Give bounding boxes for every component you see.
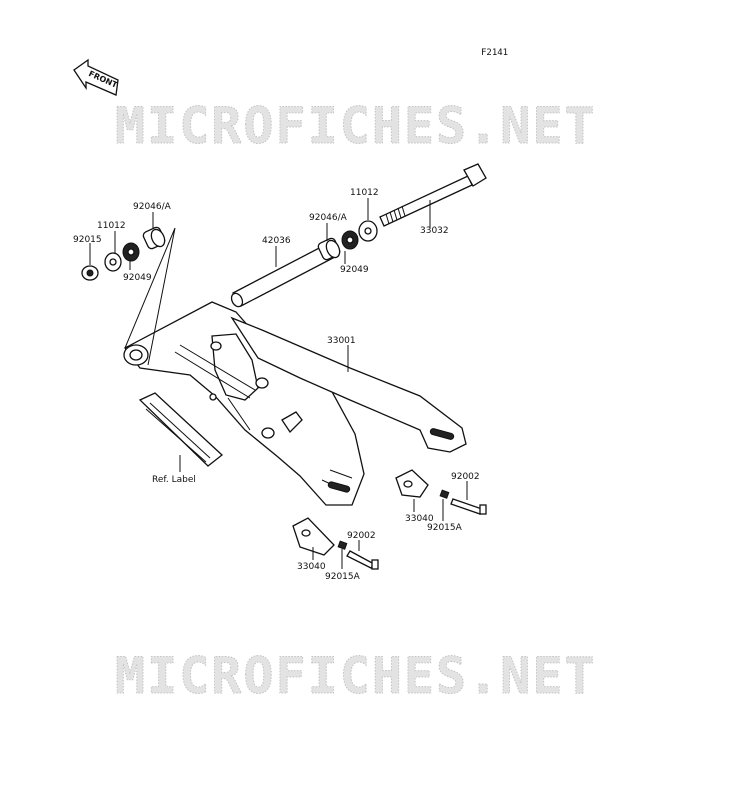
left-bearing-group <box>81 212 176 366</box>
watermark-top: MICROFICHES.NET <box>115 97 597 155</box>
callout-92002-low: 92002 <box>347 531 376 541</box>
callout-33040-low: 33040 <box>297 562 326 572</box>
callout-33040-right: 33040 <box>405 514 434 524</box>
figure-code: F2141 <box>481 48 508 58</box>
callout-92049-right: 92049 <box>340 265 369 275</box>
callout-92002-right: 92002 <box>451 472 480 482</box>
callout-92015a-low: 92015A <box>325 572 361 582</box>
swing-arm-33001 <box>123 301 467 506</box>
pivot-sleeve-42036 <box>230 244 334 308</box>
pivot-bolt-33032 <box>379 163 487 228</box>
callout-92049-left: 92049 <box>123 273 152 283</box>
callout-92046a-left: 92046/A <box>133 202 172 212</box>
watermark-bottom: MICROFICHES.NET <box>115 647 597 705</box>
callout-11012-right: 11012 <box>350 188 379 198</box>
chain-adjuster-left <box>292 517 379 570</box>
callout-ref-label: Ref. Label <box>152 475 196 485</box>
callout-11012-left: 11012 <box>97 221 126 231</box>
callout-92015a-right: 92015A <box>427 523 463 533</box>
chain-adjuster-right <box>395 469 487 521</box>
ref-label-sticker <box>138 392 224 467</box>
callout-42036: 42036 <box>262 236 291 246</box>
callout-33032: 33032 <box>420 226 449 236</box>
callout-92046a-right: 92046/A <box>309 213 348 223</box>
front-arrow-icon: FRONT <box>73 58 119 96</box>
right-bearing-group <box>317 198 378 264</box>
callout-92015-left: 92015 <box>73 235 102 245</box>
callout-33001: 33001 <box>327 336 356 346</box>
